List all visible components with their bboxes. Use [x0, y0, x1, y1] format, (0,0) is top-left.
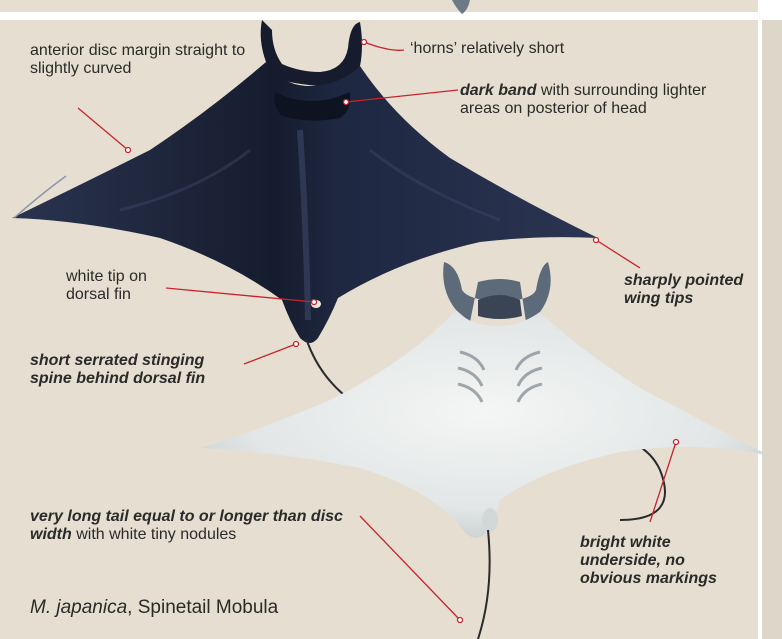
label-anterior-disc-margin: anterior disc margin straight to slightl… — [30, 42, 280, 78]
species-common-name: , Spinetail Mobula — [127, 597, 278, 618]
label-wing-tips: sharply pointed wing tips — [624, 272, 754, 308]
label-horns: ‘horns’ relatively short — [410, 40, 670, 58]
label-stinging-spine: short serrated stinging spine behind dor… — [30, 352, 250, 388]
label-long-tail-rest: with white tiny nodules — [72, 526, 237, 543]
label-dark-band-bold: dark band — [460, 82, 536, 99]
label-dark-band: dark band with surrounding lighter areas… — [460, 82, 750, 118]
species-caption: M. japanica, Spinetail Mobula — [30, 597, 278, 619]
partial-ray-fragment — [452, 0, 470, 14]
species-scientific-name: M. japanica — [30, 597, 127, 618]
label-white-tip: white tip on dorsal fin — [66, 268, 176, 304]
label-underside: bright white underside, no obvious marki… — [580, 534, 750, 588]
label-long-tail: very long tail equal to or longer than d… — [30, 508, 360, 544]
ventral-tail — [478, 530, 490, 639]
